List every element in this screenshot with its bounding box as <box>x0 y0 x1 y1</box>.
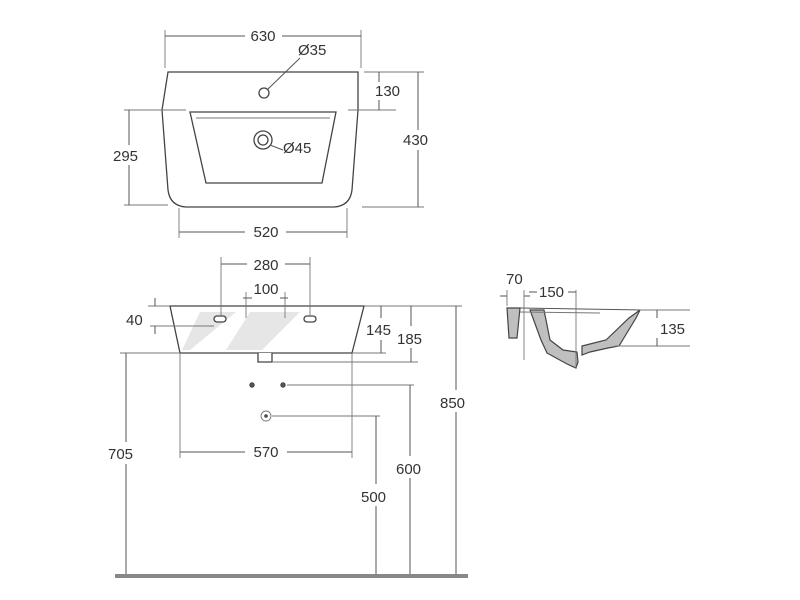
fixing-point-right <box>280 382 286 388</box>
dim-basin-height: 850 <box>440 395 465 412</box>
waste-hole-inner <box>257 134 269 146</box>
dim-tap-hole: Ø35 <box>298 42 326 59</box>
dim-rear-height: 185 <box>397 331 422 348</box>
fixing-hole-right <box>303 315 317 323</box>
dim-fixing-width: 570 <box>253 444 278 461</box>
basin-front-shading <box>182 312 300 350</box>
dim-rear-depth: 130 <box>375 83 400 100</box>
front-view: 280 100 40 145 185 850 705 <box>108 257 468 578</box>
dim-top-width: 630 <box>250 28 275 45</box>
dim-fixing-centres: 280 <box>253 257 278 274</box>
waste-point <box>260 410 272 422</box>
dim-waste-height: 500 <box>361 489 386 506</box>
dim-bowl-width: 520 <box>253 224 278 241</box>
dim-waste-offset: 100 <box>253 281 278 298</box>
basin-front-section <box>581 309 641 356</box>
dim-waste-distance: 150 <box>539 284 564 301</box>
tap-hole <box>258 87 270 99</box>
dim-front-height: 145 <box>366 322 391 339</box>
top-view: 630 Ø35 Ø45 130 430 295 520 <box>113 28 428 241</box>
dim-wall-thickness: 70 <box>506 271 523 288</box>
side-view: 70 150 135 <box>500 271 690 369</box>
fixing-hole-left <box>213 315 227 323</box>
dim-total-depth: 430 <box>403 132 428 149</box>
floor-line <box>115 574 468 578</box>
fixing-point-left <box>249 382 255 388</box>
dim-waste-hole: Ø45 <box>283 140 311 157</box>
waste-outlet <box>257 353 273 363</box>
dim-rim-offset: 40 <box>126 312 143 329</box>
dim-bowl-height: 135 <box>660 321 685 338</box>
basin-section <box>529 309 579 369</box>
dim-bowl-depth: 295 <box>113 148 138 165</box>
dim-underside-height: 705 <box>108 446 133 463</box>
dim-bracket-height: 600 <box>396 461 421 478</box>
wall-section <box>506 307 521 339</box>
